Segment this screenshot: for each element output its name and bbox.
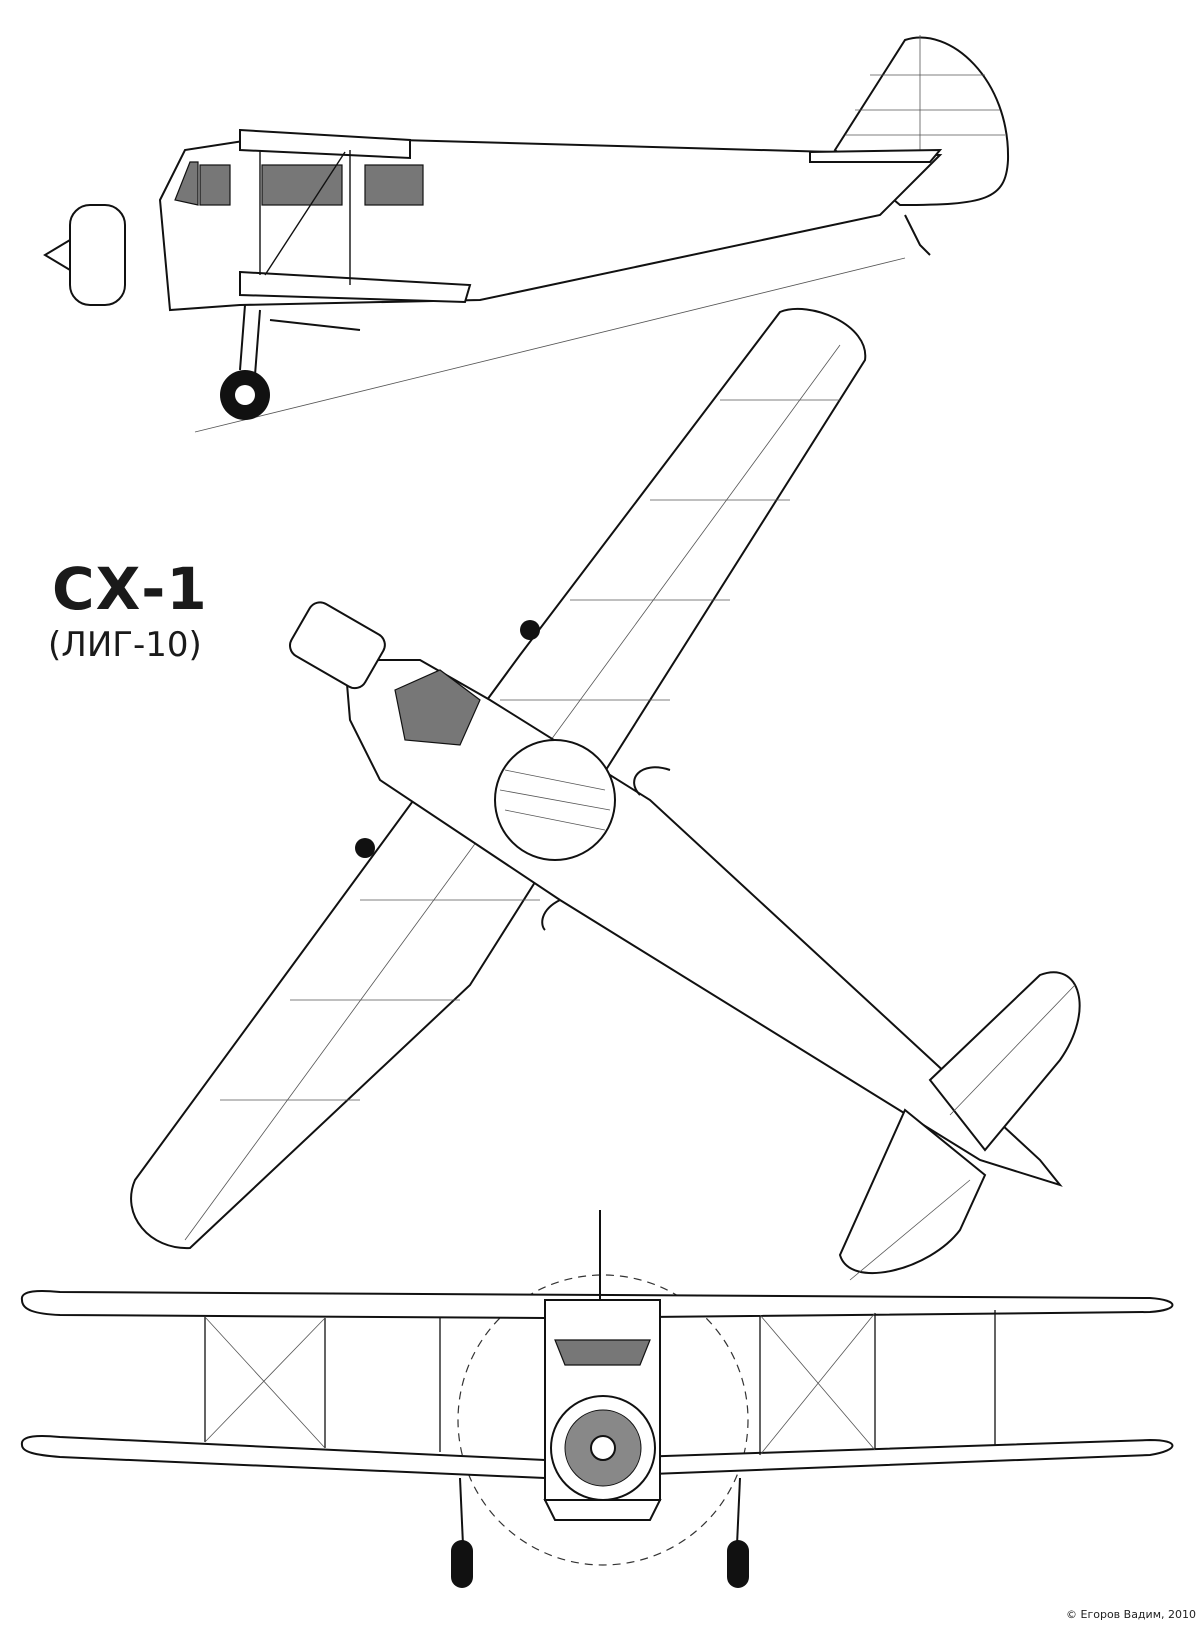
cabin-window [364,164,424,206]
tailplane-right [928,971,1081,1152]
tailplane-spars [849,984,1076,1281]
oil-cooler [543,1499,662,1521]
wing-struts-side [259,150,351,285]
landing-gear-front [459,1477,741,1546]
ground-line [194,257,906,433]
wing-fillet [541,899,561,931]
windshield-front [554,1339,651,1366]
tailplane-left [838,1108,987,1274]
propeller-hub [590,1435,616,1461]
aircraft-subtitle: (ЛИГ-10) [48,625,202,665]
spinner [43,238,71,272]
windshield-side [174,161,199,206]
propeller-disc [457,1274,749,1566]
aircraft-title: СХ-1 [52,555,208,623]
landing-gear-side [239,304,361,376]
cabin-window [261,164,343,206]
wing-fillet [633,766,671,796]
cover-louvres [499,769,611,831]
lower-wing-front [20,1435,1174,1480]
bracing-wires [204,1312,876,1456]
side-view [43,35,1010,433]
front-view [20,1210,1174,1588]
left-wheel-front [451,1540,473,1588]
copyright-text: © Егоров Вадим, 2010 [1066,1608,1196,1621]
cabin-window [199,164,231,206]
lower-wing-side [239,270,472,304]
tail-skid [904,214,931,256]
wheel-top [355,838,375,858]
wheel-hub-side [235,385,255,405]
engine-cowling-side [69,204,126,306]
engine-cowling-top [289,601,386,690]
horizontal-tail-side [809,148,943,163]
right-wheel-front [727,1540,749,1588]
cockpit-glazing-top [394,669,481,746]
fuselage-side [158,139,943,312]
interplane-struts [204,1310,996,1455]
upper-wing-side [239,128,411,160]
vertical-tail-ribs [845,35,1005,150]
top-view [130,307,1081,1281]
wheel-top [520,620,540,640]
